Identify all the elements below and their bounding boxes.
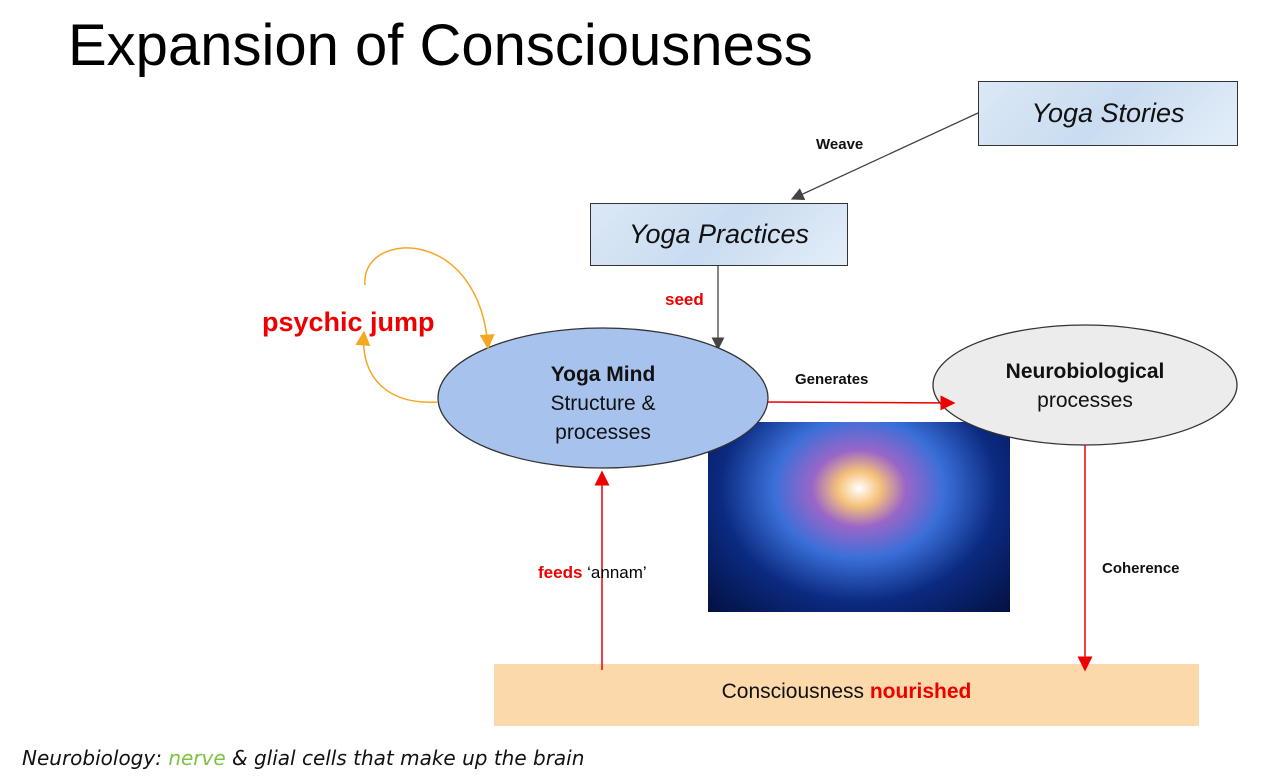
generates-arrow [767,395,956,411]
footnote: Neurobiology: nerve & glial cells that m… [22,746,584,770]
yoga-mind-line3: processes [555,421,651,444]
coherence-label: Coherence [1102,560,1180,577]
yoga-mind-ellipse [437,327,769,469]
brain-image [708,422,1010,612]
footnote-highlight: nerve [168,746,226,770]
feeds-label: feeds ‘annam’ [538,563,647,583]
psychic-jump-arrow-top [364,247,495,350]
yoga-mind-title: Yoga Mind [550,363,656,386]
yoga-mind-label: Yoga Mind Structure & processes [503,360,703,447]
psychic-jump-label: psychic jump [262,307,435,337]
page-title: Expansion of Consciousness [68,13,813,78]
neuro-label: Neurobiological processes [960,357,1210,415]
weave-label: Weave [816,136,864,153]
consciousness-prefix: Consciousness [721,680,865,703]
yoga-mind-line2: Structure & [550,392,656,415]
yoga-practices-box: Yoga Practices [590,203,848,266]
feeds-word: feeds [538,563,583,582]
yoga-stories-box: Yoga Stories [978,81,1238,146]
neuro-line2: processes [1037,389,1133,412]
footnote-prefix: Neurobiology: [22,746,162,770]
consciousness-box [494,664,1199,726]
consciousness-emph: nourished [869,680,972,703]
neuro-title: Neurobiological [1005,360,1165,383]
consciousness-label: Consciousness nourished [494,680,1199,704]
weave-arrow [790,112,979,200]
generates-label: Generates [795,371,869,388]
seed-label: seed [665,290,704,309]
psychic-jump-arrow-bottom [355,330,439,403]
footnote-suffix: & glial cells that make up the brain [232,746,585,770]
annam-word: ‘annam’ [587,563,647,582]
